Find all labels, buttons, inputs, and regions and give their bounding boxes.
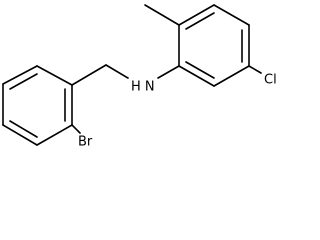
bond xyxy=(105,64,129,79)
bond xyxy=(36,124,73,146)
methylene-linker xyxy=(71,64,129,86)
chloro-methylphenyl-ring xyxy=(178,4,250,87)
double-bond-inner xyxy=(9,73,38,90)
double-bond-inner xyxy=(185,61,215,79)
methyl-bond xyxy=(144,4,180,26)
n-aryl-bond xyxy=(157,65,180,79)
chlorine-label: Cl xyxy=(264,73,277,88)
bond xyxy=(178,4,215,26)
bond xyxy=(2,65,38,85)
bond xyxy=(2,124,38,146)
bromine-label: Br xyxy=(78,135,93,150)
bond xyxy=(36,65,73,86)
c-br-bond xyxy=(71,124,81,134)
amine-label: H N xyxy=(131,80,155,95)
c-cl-bond xyxy=(248,65,262,74)
chemical-structure: H N Br Cl xyxy=(2,4,277,150)
bond xyxy=(213,4,250,26)
bond xyxy=(178,65,215,87)
double-bond-inner xyxy=(9,120,38,138)
bromophenyl-ring xyxy=(2,65,73,146)
bond xyxy=(213,65,250,87)
bond xyxy=(71,64,107,86)
double-bond-inner xyxy=(185,12,215,30)
